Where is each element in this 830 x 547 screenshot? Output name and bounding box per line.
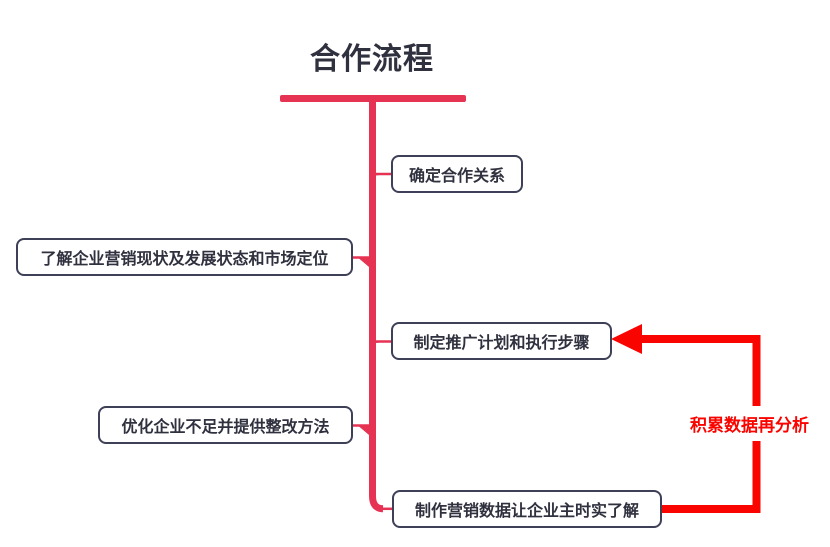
flow-node-understand-marketing-status[interactable]: 了解企业营销现状及发展状态和市场定位 (16, 238, 353, 276)
title-underline-bar (280, 95, 466, 102)
feedback-arrowhead-icon (611, 324, 642, 354)
flow-node-promotion-plan[interactable]: 制定推广计划和执行步骤 (391, 322, 612, 360)
flow-node-marketing-data-report[interactable]: 制作营销数据让企业主时实了解 (392, 490, 662, 528)
trunk-line (369, 99, 384, 513)
connector-node1-flare (376, 165, 386, 176)
connector-node3-flare (376, 333, 386, 343)
flow-node-optimize-improvements[interactable]: 优化企业不足并提供整改方法 (98, 406, 353, 444)
connector-node2-flare (359, 256, 369, 267)
diagram-title: 合作流程 (310, 43, 434, 76)
feedback-loop-label: 积累数据再分析 (684, 406, 815, 441)
connector-node4-flare (359, 424, 369, 435)
flow-node-establish-cooperation[interactable]: 确定合作关系 (391, 155, 523, 193)
